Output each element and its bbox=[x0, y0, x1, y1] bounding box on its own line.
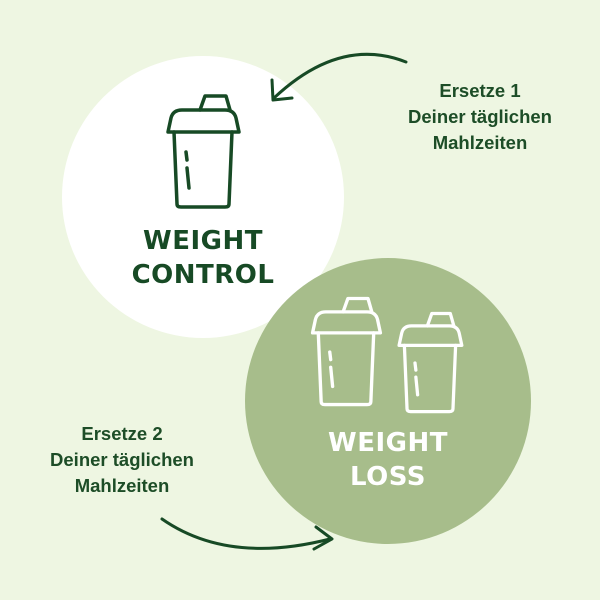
weight-loss-circle: WEIGHT LOSS bbox=[245, 258, 531, 544]
weight-control-title-line2: CONTROL bbox=[131, 260, 275, 290]
caption-2-line3: Mahlzeiten bbox=[74, 475, 170, 496]
weight-control-circle: WEIGHT CONTROL bbox=[62, 56, 344, 338]
weight-loss-title-line1: WEIGHT bbox=[328, 428, 448, 458]
caption-1-line2: Deiner täglichen bbox=[408, 106, 552, 127]
shaker-icon bbox=[397, 311, 464, 414]
caption-2-line1: Ersetze 2 bbox=[81, 423, 163, 444]
caption-1-line3: Mahlzeiten bbox=[432, 132, 528, 153]
shaker-icon bbox=[166, 94, 241, 209]
caption-2-line2: Deiner täglichen bbox=[50, 449, 194, 470]
caption-replace-one-meal: Ersetze 1 Deiner täglichen Mahlzeiten bbox=[380, 78, 580, 156]
weight-loss-title: WEIGHT LOSS bbox=[328, 426, 448, 494]
curved-arrow-icon bbox=[270, 52, 408, 102]
weight-loss-title-line2: LOSS bbox=[349, 462, 426, 492]
caption-replace-two-meals: Ersetze 2 Deiner täglichen Mahlzeiten bbox=[22, 421, 222, 499]
shaker-icon bbox=[310, 296, 383, 407]
weight-control-title-line1: WEIGHT bbox=[143, 226, 263, 256]
curved-arrow-icon bbox=[160, 517, 334, 551]
caption-1-line1: Ersetze 1 bbox=[439, 80, 521, 101]
shaker-group bbox=[303, 292, 473, 416]
weight-control-title: WEIGHT CONTROL bbox=[132, 224, 275, 292]
